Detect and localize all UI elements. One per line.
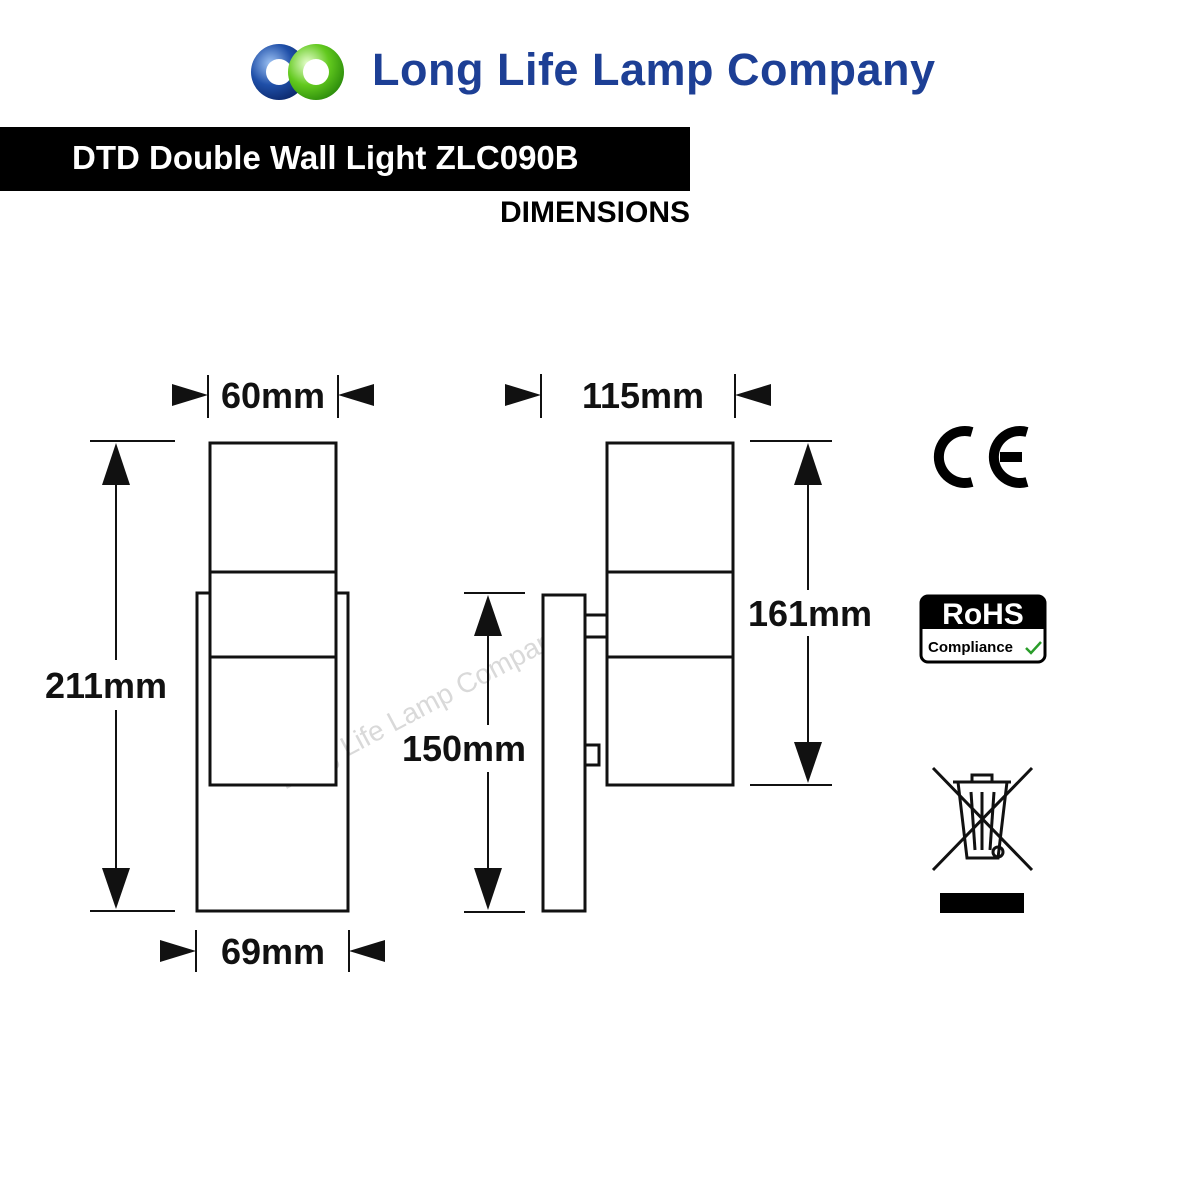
front-head-middle <box>208 570 338 659</box>
front-view <box>195 441 350 913</box>
side-backplate <box>541 593 587 913</box>
side-view <box>541 441 735 913</box>
company-name: Long Life Lamp Company <box>372 44 936 95</box>
front-head-bottom <box>208 655 338 787</box>
side-head-height-label: 161mm <box>748 593 872 634</box>
side-head-bottom <box>605 655 735 787</box>
weee-bar <box>940 893 1024 913</box>
front-height-label: 211mm <box>45 665 167 706</box>
dimensions-subtitle: DIMENSIONS <box>499 196 690 229</box>
side-plate-height-label: 150mm <box>402 728 526 769</box>
front-head-top <box>208 441 338 574</box>
crossed-out-bin-icon <box>931 766 1034 872</box>
front-bottom-width-label: 69mm <box>221 931 325 972</box>
front-top-width-label: 60mm <box>221 375 325 416</box>
front-bottom-width-dimension <box>160 930 385 972</box>
product-title: DTD Double Wall Light ZLC090B <box>72 139 579 176</box>
checkmark-icon <box>1025 641 1042 655</box>
side-head-height-dimension <box>750 440 832 786</box>
product-title-bar: DTD Double Wall Light ZLC090B <box>0 127 690 191</box>
side-plate-height-dimension <box>464 592 525 913</box>
side-depth-label: 115mm <box>582 375 704 416</box>
ce-mark-icon <box>933 426 1029 488</box>
front-height-dimension <box>90 440 175 912</box>
interlocking-circles-logo <box>251 44 344 100</box>
side-head-top <box>605 441 735 574</box>
header: Long Life Lamp Company <box>0 0 1200 120</box>
side-arm-lower <box>583 743 601 767</box>
side-head-middle <box>605 570 735 659</box>
rohs-title: RoHS <box>942 598 1024 631</box>
rohs-badge: RoHS Compliance <box>919 594 1047 664</box>
side-depth-dimension <box>505 374 771 418</box>
front-top-width-dimension <box>172 375 374 418</box>
side-arm-upper <box>583 613 609 639</box>
rohs-subtitle: Compliance <box>928 639 1013 656</box>
